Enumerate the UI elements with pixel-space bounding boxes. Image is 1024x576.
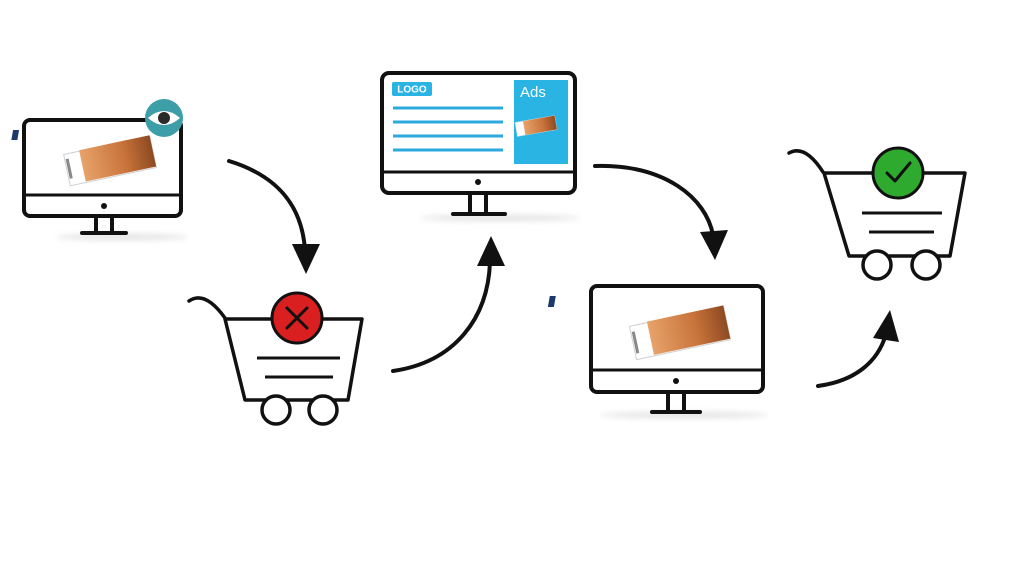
ads-panel: Ads xyxy=(514,80,568,164)
monitor-website-with-ads: LOGO Ads xyxy=(380,71,580,221)
shopping-cart-abandoned xyxy=(187,291,364,426)
curved-arrow-icon xyxy=(593,163,728,260)
shopping-cart-purchased xyxy=(787,146,967,281)
logo-placeholder xyxy=(392,82,432,96)
ad-banner-icon xyxy=(11,130,157,187)
ad-banner-icon xyxy=(547,296,732,361)
checkmark-icon xyxy=(871,146,925,200)
curved-arrow-icon xyxy=(391,236,505,373)
curved-arrow-icon xyxy=(816,310,899,388)
logo-label: LOGO xyxy=(397,85,427,96)
monitor-viewing-ad xyxy=(11,99,188,240)
curved-arrow-icon xyxy=(227,159,320,274)
ad-banner-icon xyxy=(514,115,558,137)
content-lines xyxy=(393,106,503,152)
eye-icon xyxy=(145,99,183,137)
monitor-retargeted-ad xyxy=(547,284,768,418)
ads-label: Ads xyxy=(520,84,546,101)
x-mark-icon xyxy=(270,291,324,345)
